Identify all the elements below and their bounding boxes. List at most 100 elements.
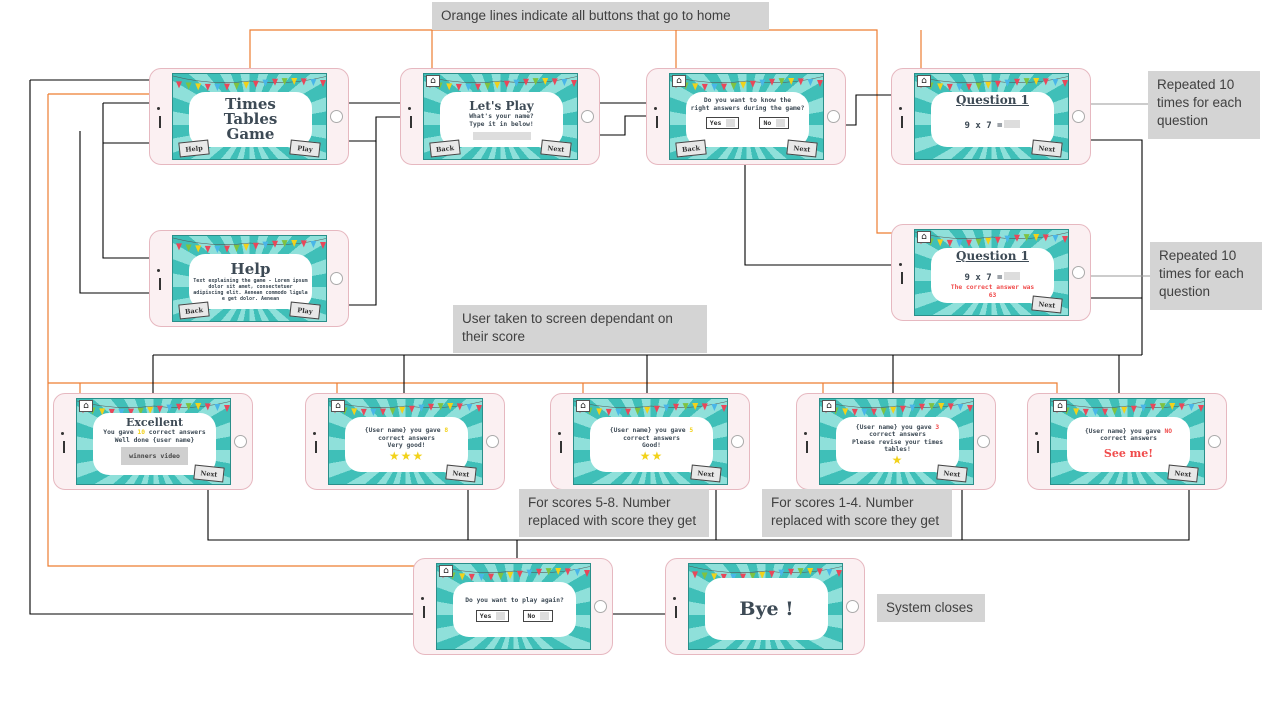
bye-screen: Bye ! [688,563,843,650]
bunting-flag [956,239,963,247]
phone-home-button[interactable] [581,110,594,123]
no-choice[interactable]: No [759,117,790,129]
next-button[interactable]: Next [540,139,572,158]
bunting-flag [768,570,775,578]
next-button[interactable]: Next [193,464,225,483]
phone-home-button[interactable] [1072,266,1085,279]
phone-speaker [673,597,676,600]
play-again-screen: ⌂ Do you want to play again? Yes No [436,563,591,650]
bunting-flag [596,408,603,416]
no-checkbox[interactable] [540,612,550,621]
next-button[interactable]: Next [1031,139,1063,158]
bunting-flag [584,570,590,578]
phone-speaker [899,263,902,266]
answer-input[interactable] [1004,119,1021,128]
next-button[interactable]: Next [1167,464,1199,483]
bunting-flag [956,83,963,91]
home-icon[interactable]: ⌂ [426,75,440,87]
yes-checkbox[interactable] [726,119,736,127]
home-icon[interactable]: ⌂ [439,565,453,577]
home-icon[interactable]: ⌂ [917,231,931,243]
phone-home-button[interactable] [330,272,343,285]
back-button[interactable]: Back [178,301,210,320]
bunting-flag [428,403,434,411]
home-icon[interactable]: ⌂ [917,75,931,87]
back-button[interactable]: Back [429,139,461,158]
bunting-flag [262,241,269,249]
home-icon[interactable]: ⌂ [1053,400,1067,412]
bunting-flag [890,406,897,414]
phone-home-button[interactable] [977,435,990,448]
correct-answer-text: The correct answer was [950,284,1035,291]
bunting-flag [1042,234,1049,242]
no-choice[interactable]: No [523,610,554,623]
phone-question-answer-screen: ⌂ Question 1 9 x 7 = The correct answer … [891,224,1091,321]
play-button[interactable]: Play [289,139,321,158]
help-button[interactable]: Help [178,139,210,158]
bunting-flag [214,83,221,91]
next-button[interactable]: Next [936,464,968,483]
answer-input[interactable] [1004,271,1021,280]
play-again-panel: Do you want to play again? Yes No [453,582,576,637]
bunting-flag [185,403,192,411]
bunting-flag [1004,235,1011,243]
bunting-flag [507,571,514,579]
bunting-flag [1014,78,1020,86]
home-icon[interactable]: ⌂ [822,400,836,412]
bunting-flag [1121,406,1128,414]
phone-home-button[interactable] [1208,435,1221,448]
bunting-flag [272,78,278,86]
bunting-flag [497,572,504,580]
phone-home-button[interactable] [1072,110,1085,123]
yes-choice[interactable]: Yes [705,117,740,129]
bunting-flag [985,81,992,89]
correct-answers-text: correct answers [869,431,926,438]
bunting-flag [947,403,954,411]
note-score-routing: User taken to screen dependant on their … [453,305,707,353]
no-checkbox[interactable] [776,119,786,127]
phone-home-button[interactable] [827,110,840,123]
phone-home-button[interactable] [330,110,343,123]
winners-video[interactable]: winners video [121,447,188,465]
bunting-flag [204,83,211,91]
bunting-flag [488,573,494,581]
phone-home-button[interactable] [594,600,607,613]
yes-checkbox[interactable] [496,612,506,621]
bunting-flag [701,83,708,91]
yes-choice[interactable]: Yes [475,610,510,623]
bunting-flag [730,82,737,90]
bunting-flag [561,79,568,87]
feedback-text: Good! [642,442,661,450]
bunting-flag [574,569,581,577]
revise-panel: {User name} you gave 3 correct answers P… [836,417,959,472]
bunting-flag [1102,408,1108,416]
phone-home-button[interactable] [846,600,859,613]
next-button[interactable]: Next [445,464,477,483]
phone-speaker [408,107,411,110]
next-button[interactable]: Next [1031,295,1063,314]
next-button[interactable]: Next [786,139,818,158]
star-icons: ★★★ [388,448,425,463]
play-button[interactable]: Play [289,301,321,320]
phone-home-button[interactable] [486,435,499,448]
star-icons: ★★ [639,448,664,463]
phone-mic [63,441,65,453]
home-icon[interactable]: ⌂ [79,400,93,412]
name-input[interactable] [472,132,531,140]
home-icon[interactable]: ⌂ [672,75,686,87]
bunting-flag [807,79,814,87]
back-button[interactable]: Back [675,139,707,158]
phone-speaker [421,597,424,600]
home-icon[interactable]: ⌂ [576,400,590,412]
bunting-flag [975,238,982,246]
next-button[interactable]: Next [690,464,722,483]
phone-bye-screen: Bye ! [665,558,865,655]
bunting-flag [408,405,415,413]
phone-home-button[interactable] [731,435,744,448]
question-title: Question 1 [956,249,1029,263]
bunting-flag [1082,408,1089,416]
score-line-start: {User name} you gave [609,427,690,435]
phone-home-button[interactable] [234,435,247,448]
home-icon[interactable]: ⌂ [331,400,345,412]
question-screen: ⌂ Question 1 9 x 7 = Next [914,73,1069,160]
